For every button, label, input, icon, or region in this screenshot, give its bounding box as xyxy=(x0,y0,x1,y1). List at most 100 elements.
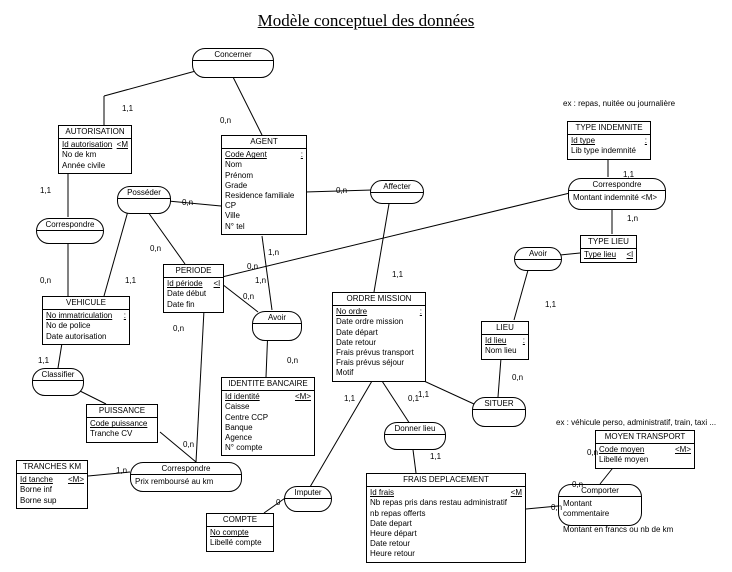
entity-key: Code moyen xyxy=(599,445,645,455)
assoc-name: Comporter xyxy=(559,485,641,497)
note-comporter: Montant en francs ou nb de km xyxy=(563,525,674,534)
entity-name: IDENTITE BANCAIRE xyxy=(222,378,314,392)
entity-attr: Borne sup xyxy=(20,495,57,505)
assoc-name: Correspondre xyxy=(131,463,241,475)
entity-attr: Banque xyxy=(225,422,253,432)
entity-key: No compte xyxy=(210,528,249,538)
key-tag: : xyxy=(522,336,525,346)
cardinality: 1,1 xyxy=(430,452,442,461)
entity-name: LIEU xyxy=(482,322,528,336)
cardinality: 0,n xyxy=(183,440,195,449)
key-tag xyxy=(266,528,270,538)
entity-periode: PERIODE Id période <l Date début Date fin xyxy=(163,264,224,313)
entity-attr: nb repas offerts xyxy=(370,508,426,518)
cardinality: 1,1 xyxy=(392,270,404,279)
cardinality: 1,1 xyxy=(40,186,52,195)
entity-attr: Borne inf xyxy=(20,485,53,495)
entity-compte: COMPTE No compte Libellé compte xyxy=(206,513,274,552)
assoc-attr: Montant indemnité <M> xyxy=(573,193,658,202)
entity-attr: Libellé compte xyxy=(210,538,262,548)
entity-attr: Nb repas pris dans restau administratif xyxy=(370,498,507,508)
entity-name: AGENT xyxy=(222,136,306,150)
cardinality: 0,n xyxy=(336,186,348,195)
cardinality: 0,n xyxy=(572,480,584,489)
cardinality: 0,n xyxy=(247,262,259,271)
key-tag: <M xyxy=(510,488,522,498)
cardinality: 0,n xyxy=(587,448,599,457)
cardinality: 0,n xyxy=(220,116,232,125)
entity-attr: Heure départ xyxy=(370,529,417,539)
entity-attr: Date retour xyxy=(370,539,411,549)
entity-attr: Date depart xyxy=(370,518,412,528)
assoc-classifier: Classifier xyxy=(32,368,84,396)
entity-name: TYPE LIEU xyxy=(581,236,636,250)
entity-attr: Frais prévus séjour xyxy=(336,358,405,368)
entity-attr: Date début xyxy=(167,289,207,299)
cardinality: 1,1 xyxy=(623,170,635,179)
cardinality: 1,1 xyxy=(418,390,430,399)
entity-key: Id autorisation xyxy=(62,140,113,150)
entity-key: Id frais xyxy=(370,488,395,498)
key-tag xyxy=(150,419,154,429)
cardinality: 1,1 xyxy=(38,356,50,365)
note-type-indemnite: ex : repas, nuitée ou journalière xyxy=(563,99,676,108)
cardinality: 0,n xyxy=(287,356,299,365)
entity-name: VEHICULE xyxy=(43,297,129,311)
cardinality: 1,1 xyxy=(122,104,134,113)
assoc-name: SITUER xyxy=(473,398,525,410)
entity-attr: Lib type indemnité xyxy=(571,146,636,156)
assoc-attr: commentaire xyxy=(563,509,610,518)
entity-name: PERIODE xyxy=(164,265,223,279)
entity-name: TRANCHES KM xyxy=(17,461,87,475)
entity-ordre-mission: ORDRE MISSION No ordre: Date ordre missi… xyxy=(332,292,426,382)
entity-key: Type lieu xyxy=(584,250,617,260)
entity-name: COMPTE xyxy=(207,514,273,528)
assoc-name: Imputer xyxy=(285,487,331,499)
entity-attr: Prénom xyxy=(225,170,254,180)
entity-attr: Date autorisation xyxy=(46,331,107,341)
assoc-name: Affecter xyxy=(371,181,423,193)
cardinality: 0,n xyxy=(182,198,194,207)
entity-key: Id période xyxy=(167,279,203,289)
entity-tranches-km: TRANCHES KM Id tanche<M> Borne inf Borne… xyxy=(16,460,88,509)
assoc-avoir-identite: Avoir xyxy=(252,311,302,341)
entity-attr: CP xyxy=(225,201,237,211)
entity-attr: Nom lieu xyxy=(485,346,517,356)
entity-key: Id identité xyxy=(225,392,260,402)
cardinality: 1,n xyxy=(627,214,639,223)
assoc-correspondre-autorisation: Correspondre xyxy=(36,218,104,244)
entity-attr: Année civile xyxy=(62,160,106,170)
entity-attr: Agence xyxy=(225,433,253,443)
key-tag: : xyxy=(644,136,647,146)
key-tag: : xyxy=(123,311,126,321)
entity-attr: No de police xyxy=(46,321,91,331)
entity-attr: Date ordre mission xyxy=(336,317,404,327)
entity-attr: N° compte xyxy=(225,443,263,453)
cardinality: 0,1 xyxy=(408,394,420,403)
assoc-situer: SITUER xyxy=(472,397,526,427)
entity-attr: Date retour xyxy=(336,337,377,347)
assoc-imputer: Imputer xyxy=(284,486,332,512)
cardinality: 1,1 xyxy=(125,276,137,285)
cardinality: 0,n xyxy=(150,244,162,253)
assoc-name: Posséder xyxy=(118,187,170,199)
entity-frais-deplacement: FRAIS DEPLACEMENT Id frais<M Nb repas pr… xyxy=(366,473,526,563)
entity-key: Id lieu xyxy=(485,336,507,346)
assoc-affecter: Affecter xyxy=(370,180,424,204)
cardinality: 1,1 xyxy=(545,300,557,309)
entity-attr: Date fin xyxy=(167,299,195,309)
assoc-avoir-type-lieu: Avoir xyxy=(514,247,562,271)
cardinality: 0,n xyxy=(512,373,524,382)
entity-lieu: LIEU Id lieu: Nom lieu xyxy=(481,321,529,360)
key-tag: : xyxy=(419,307,422,317)
entity-name: MOYEN TRANSPORT xyxy=(596,431,694,445)
key-tag: <l xyxy=(213,279,220,289)
key-tag: <l xyxy=(626,250,633,260)
entity-attr: Heure retour xyxy=(370,549,415,559)
assoc-attr: Prix remboursé au km xyxy=(135,477,214,486)
entity-key: No ordre xyxy=(336,307,368,317)
entity-autorisation: AUTORISATION Id autorisation<M No de km … xyxy=(58,125,132,174)
assoc-posseder: Posséder xyxy=(117,186,171,214)
assoc-name: Concerner xyxy=(193,49,273,61)
entity-name: PUISSANCE xyxy=(87,405,157,419)
